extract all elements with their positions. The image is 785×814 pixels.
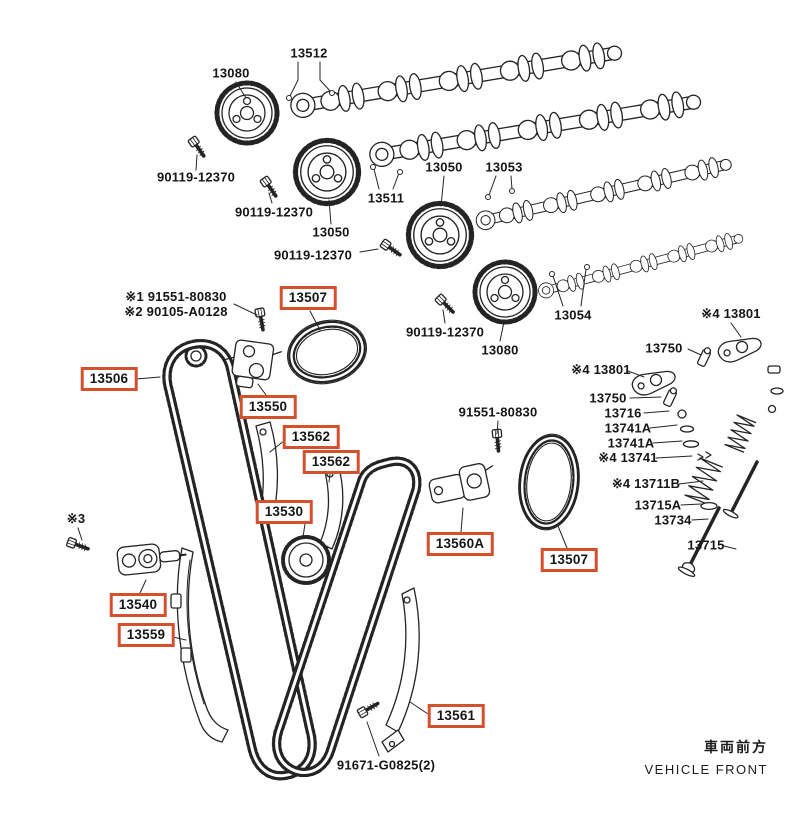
timing-chain-drawing-13507-right: [518, 433, 580, 531]
highlighted-part-label-13562-18[interactable]: 13562: [302, 450, 360, 474]
crank-sprocket-drawing-13530: [281, 535, 331, 585]
highlighted-part-label-13530-19[interactable]: 13530: [255, 500, 313, 524]
camshaft-bracket-drawing-13560A: [428, 427, 505, 504]
highlighted-part-label-13550-16[interactable]: 13550: [239, 395, 297, 419]
timing-chain-drawing-13507-upper: [286, 319, 368, 385]
highlighted-part-label-13560a-21[interactable]: 13560A: [426, 532, 494, 556]
part-label-9011912370-10: 90119-12370: [405, 324, 485, 340]
part-label-9011912370-3: 90119-12370: [234, 204, 314, 220]
highlighted-part-label-13559-37[interactable]: 13559: [117, 623, 175, 647]
vehicle-front-label-jp: 車両前方: [704, 739, 768, 755]
part-label-19155180830-12: ※1 91551-80830: [125, 289, 227, 304]
part-label-413801-25: ※4 13801: [571, 362, 631, 377]
part-label-3-35: ※3: [66, 511, 86, 526]
part-label-9011912370-2: 90119-12370: [156, 169, 236, 185]
part-label-413711b-31: ※4 13711B: [611, 476, 681, 491]
part-label-13734-33: 13734: [654, 512, 692, 528]
highlighted-part-label-13507-14[interactable]: 13507: [279, 286, 337, 310]
part-label-13750-24: 13750: [645, 340, 683, 356]
part-label-13050-4: 13050: [312, 224, 350, 240]
highlighted-part-label-13540-36[interactable]: 13540: [109, 593, 167, 617]
part-label-13715a-32: 13715A: [634, 497, 682, 513]
part-label-13741a-29: 13741A: [607, 435, 655, 451]
part-label-413741-30: ※4 13741: [598, 450, 658, 465]
orientation-note: 車両前方 VEHICLE FRONT: [644, 737, 768, 777]
part-label-13080-1: 13080: [212, 65, 250, 81]
part-label-13716-27: 13716: [604, 405, 642, 421]
highlighted-part-label-13562-17[interactable]: 13562: [282, 425, 340, 449]
highlighted-part-label-13507-22[interactable]: 13507: [540, 548, 598, 572]
part-label-13741a-28: 13741A: [604, 420, 652, 436]
chain-guide-drawing-13561: [381, 587, 420, 753]
chain-tensioner-drawing-13540: [116, 543, 187, 576]
part-label-9155180830-20: 91551-80830: [458, 404, 538, 420]
part-label-9011912370-8: 90119-12370: [273, 247, 353, 263]
leader-lines: [77, 61, 742, 757]
part-label-13512-0: 13512: [290, 45, 328, 61]
part-label-13750-26: 13750: [589, 390, 627, 406]
part-label-13054-9: 13054: [554, 307, 592, 323]
timing-chain-drawing-center: [271, 456, 422, 778]
chain-guide-drawing-13559: [170, 547, 229, 743]
part-label-13080-11: 13080: [481, 342, 519, 358]
vehicle-front-label-en: VEHICLE FRONT: [644, 762, 768, 777]
part-label-91671g08252-39: 91671-G0825(2): [336, 757, 436, 773]
part-label-290105a0128-13: ※2 90105-A0128: [124, 304, 228, 319]
part-label-13053-7: 13053: [485, 159, 523, 175]
valvetrain-parts-drawing: [631, 337, 784, 578]
highlighted-part-label-13561-38[interactable]: 13561: [427, 704, 485, 728]
highlighted-part-label-13506-15[interactable]: 13506: [80, 367, 138, 391]
part-label-413801-23: ※4 13801: [701, 306, 761, 321]
part-label-13511-5: 13511: [367, 190, 405, 206]
chain-tensioner-drawing-13550: [222, 305, 282, 389]
part-label-13715-34: 13715: [687, 537, 725, 553]
part-label-13050-6: 13050: [425, 159, 463, 175]
